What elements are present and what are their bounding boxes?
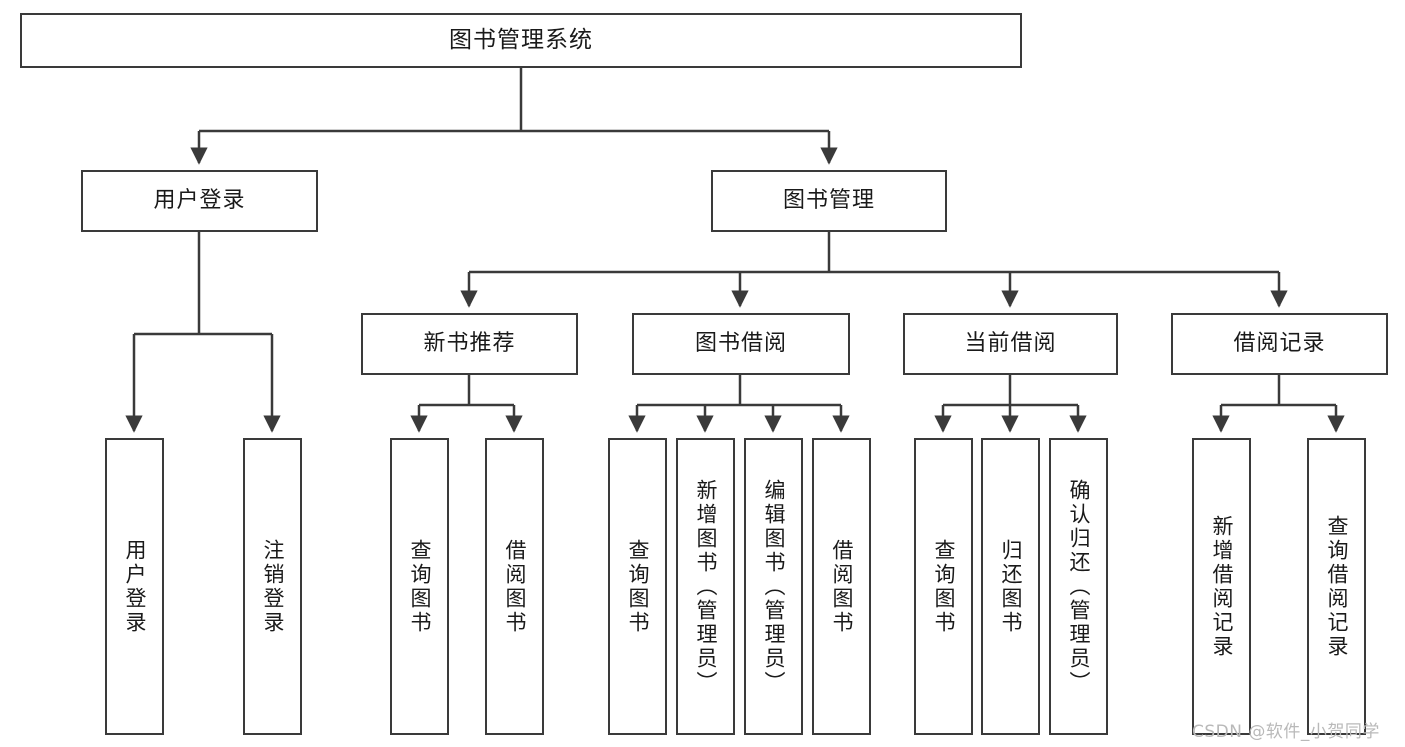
node-label: 当前借阅	[964, 330, 1057, 356]
node-book-manage[interactable]: 图书管理	[711, 170, 947, 232]
node-label: 确认归还（管理员）	[1067, 478, 1092, 695]
leaf-user-login[interactable]: 用户登录	[105, 438, 164, 735]
leaf-add-book[interactable]: 新增图书（管理员）	[676, 438, 735, 735]
node-label: 查询图书	[408, 538, 433, 635]
node-label: 查询图书	[932, 538, 957, 635]
node-label: 编辑图书（管理员）	[762, 478, 787, 695]
node-label: 图书借阅	[694, 330, 787, 356]
node-current-borrow[interactable]: 当前借阅	[903, 313, 1118, 375]
node-label: 用户登录	[153, 187, 246, 213]
node-label: 查询借阅记录	[1325, 514, 1350, 659]
csdn-watermark: CSDN @软件_小贺同学	[1192, 722, 1380, 742]
node-root-system[interactable]: 图书管理系统	[20, 13, 1022, 68]
node-label: 用户登录	[123, 538, 148, 635]
leaf-query-record[interactable]: 查询借阅记录	[1307, 438, 1366, 735]
node-label: 注销登录	[261, 538, 286, 635]
leaf-query-book-recommend[interactable]: 查询图书	[390, 438, 449, 735]
node-label: 借阅图书	[830, 538, 855, 635]
node-label: 新增借阅记录	[1210, 514, 1235, 659]
leaf-confirm-return[interactable]: 确认归还（管理员）	[1049, 438, 1108, 735]
leaf-return-book[interactable]: 归还图书	[981, 438, 1040, 735]
leaf-borrow-book[interactable]: 借阅图书	[812, 438, 871, 735]
node-label: 图书管理	[782, 187, 875, 213]
node-label: 归还图书	[999, 538, 1024, 635]
leaf-query-book-current[interactable]: 查询图书	[914, 438, 973, 735]
node-label: 借阅图书	[503, 538, 528, 635]
leaf-edit-book[interactable]: 编辑图书（管理员）	[744, 438, 803, 735]
node-label: 新书推荐	[423, 330, 516, 356]
leaf-borrow-book-recommend[interactable]: 借阅图书	[485, 438, 544, 735]
leaf-query-book-borrow[interactable]: 查询图书	[608, 438, 667, 735]
node-user-login[interactable]: 用户登录	[81, 170, 318, 232]
node-label: 借阅记录	[1233, 330, 1326, 356]
leaf-logout-login[interactable]: 注销登录	[243, 438, 302, 735]
node-new-book-recommend[interactable]: 新书推荐	[361, 313, 578, 375]
node-borrow-record[interactable]: 借阅记录	[1171, 313, 1388, 375]
node-label: 新增图书（管理员）	[694, 478, 719, 695]
node-label: 图书管理系统	[449, 26, 593, 53]
node-book-borrow[interactable]: 图书借阅	[632, 313, 850, 375]
leaf-add-record[interactable]: 新增借阅记录	[1192, 438, 1251, 735]
node-label: 查询图书	[626, 538, 651, 635]
